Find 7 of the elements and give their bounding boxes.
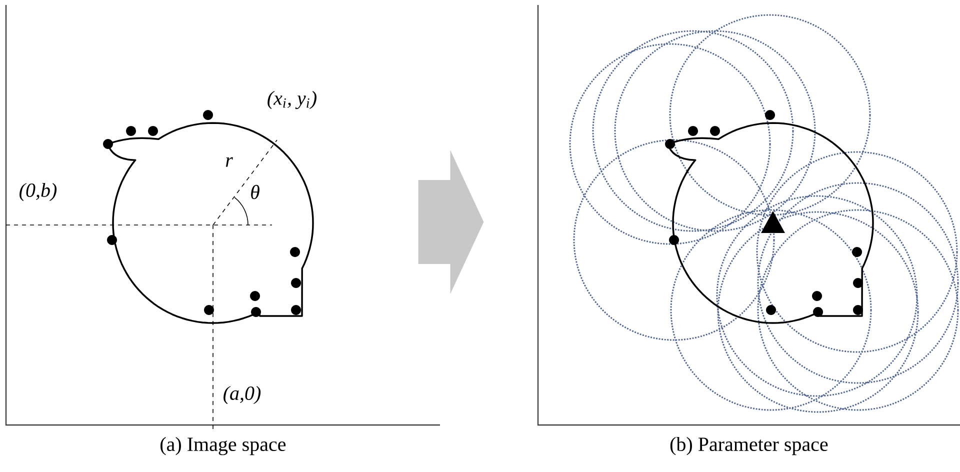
angle-label: θ (251, 184, 260, 200)
coordinate-label: (0,b) (20, 182, 57, 202)
arrow (418, 150, 484, 294)
plot-panel: (b) Parameter space (537, 5, 960, 456)
coordinate-label: (a,0) (224, 386, 261, 404)
symbol-label: r (226, 157, 233, 167)
coordinate-label: (x$_{i}$, y$_{i}$) (268, 90, 316, 110)
